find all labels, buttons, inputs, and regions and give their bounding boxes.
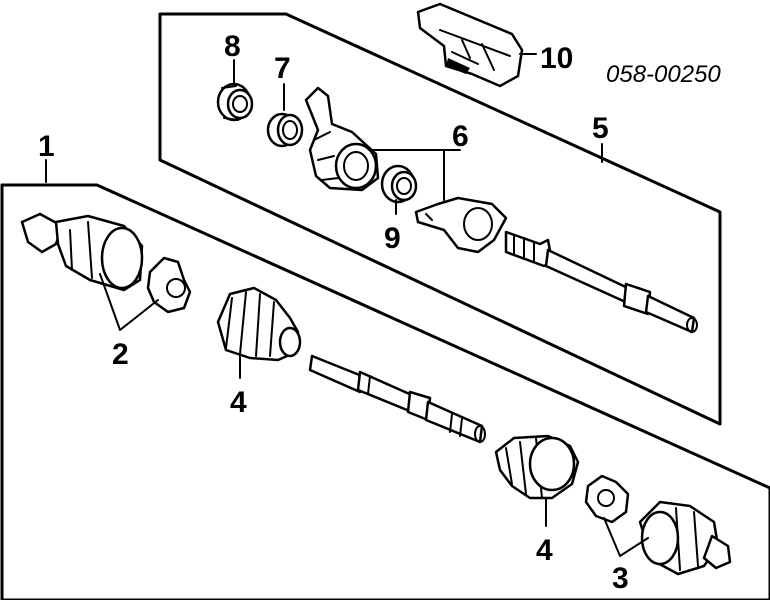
part-9-ring: [380, 164, 418, 204]
upper-assembly-box: [158, 12, 722, 426]
callout-3: 3: [612, 562, 629, 595]
callout-9: 9: [384, 222, 401, 255]
part-3-tripod: [584, 474, 630, 524]
callout-6: 6: [452, 120, 469, 153]
upper-drive-shaft: [504, 230, 698, 334]
callout-1: 1: [38, 130, 55, 163]
callout-5: 5: [592, 112, 609, 145]
callout-4-outer: 4: [536, 534, 553, 567]
lower-assembly-box: [0, 183, 770, 600]
callout-7: 7: [274, 52, 291, 85]
callouts: 1 2 3 4 4 5 6 7 8 9 10: [38, 30, 629, 595]
middle-drive-shaft: [308, 354, 486, 444]
diagram-code: 058-00250: [606, 61, 721, 88]
part-4-boot-inner: [216, 286, 302, 362]
part-7-seal: [266, 112, 304, 148]
part-8-bearing: [216, 82, 254, 122]
part-6-support-bracket: [414, 196, 508, 254]
callout-4-inner: 4: [230, 386, 247, 419]
callout-8: 8: [224, 30, 241, 63]
callout-10: 10: [540, 42, 573, 75]
outboard-joint: [638, 500, 732, 576]
part-10-bracket: [416, 2, 524, 88]
leader-lines: [45, 53, 649, 557]
callout-2: 2: [112, 338, 129, 371]
part-2-tripod: [146, 256, 192, 314]
part-4-boot-outer: [494, 434, 580, 500]
inboard-joint: [20, 212, 144, 292]
part-6-joint-housing: [304, 86, 380, 192]
